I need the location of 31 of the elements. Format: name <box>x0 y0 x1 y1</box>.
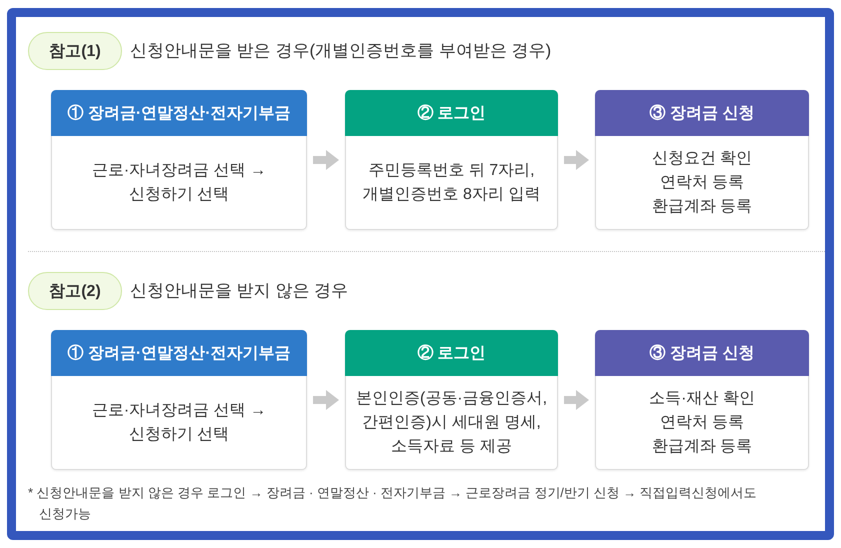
step-header: ② 로그인 <box>345 90 558 136</box>
section-tag: 참고(2) <box>28 272 122 310</box>
footnote: * 신청안내문을 받지 않은 경우 로그인 → 장려금 · 연말정산 · 전자기부금 → 근로장려금 정기/반기 신청 → 직접입력신청에서도 신청가능 <box>28 484 758 523</box>
step-description: 주민등록번호 뒤 7자리, 개별인증번호 8자리 입력 <box>362 160 542 204</box>
step-header: ② 로그인 <box>345 330 558 376</box>
step-card <box>595 330 809 470</box>
step-description: 근로·자녀장려금 선택 → 신청하기 선택 <box>90 400 268 444</box>
arrow <box>313 150 339 170</box>
step-description: 소득·재산 확인 <box>649 388 755 408</box>
section-title: 신청안내문을 받지 않은 경우 <box>130 280 348 302</box>
step-card <box>345 330 558 470</box>
step-description: 본인인증(공동·금융인증서, 간편인증)시 세대원 명세, 소득자료 등 제공 <box>354 388 548 456</box>
step-header: ③ 장려금 신청 <box>595 90 809 136</box>
arrow <box>564 390 589 410</box>
step-description: 근로·자녀장려금 선택 → 신청하기 선택 <box>90 160 268 204</box>
step-card <box>51 90 307 230</box>
step-description: 연락처 등록 <box>660 172 744 192</box>
step-card <box>595 90 809 230</box>
step-description: 환급계좌 등록 <box>652 196 752 216</box>
step-header: ③ 장려금 신청 <box>595 330 809 376</box>
arrow <box>313 390 339 410</box>
step-header: ① 장려금·연말정산·전자기부금 <box>51 90 307 136</box>
step-header: ① 장려금·연말정산·전자기부금 <box>51 330 307 376</box>
section-title: 신청안내문을 받은 경우(개별인증번호를 부여받은 경우) <box>130 40 552 62</box>
step-card <box>345 90 558 230</box>
section-tag: 참고(1) <box>28 32 122 70</box>
step-card <box>51 330 307 470</box>
step-description: 연락처 등록 <box>660 412 744 432</box>
step-description: 환급계좌 등록 <box>652 436 752 456</box>
step-description: 신청요건 확인 <box>652 148 752 168</box>
arrow <box>564 150 589 170</box>
